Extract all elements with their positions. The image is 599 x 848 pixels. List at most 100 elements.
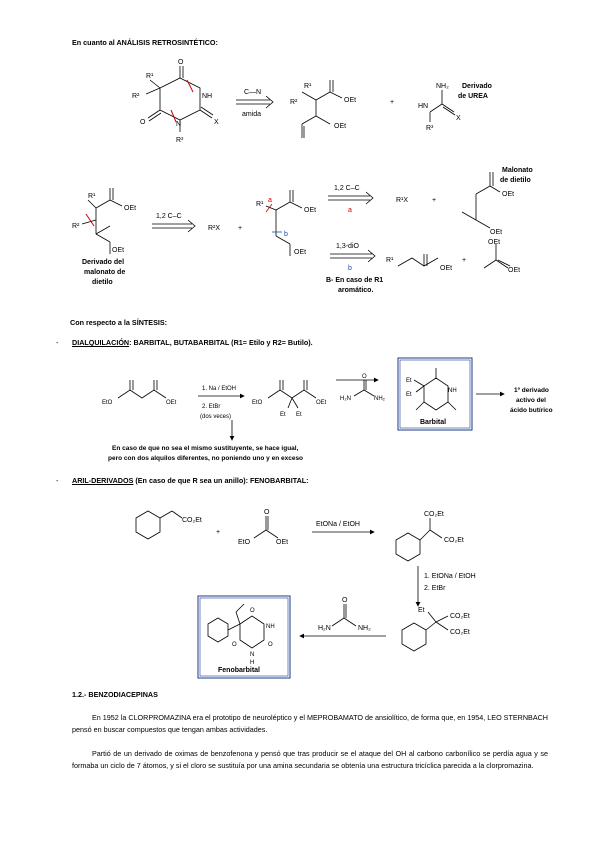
ring-nh: NH bbox=[202, 93, 212, 100]
plus-4: + bbox=[462, 257, 466, 264]
malonate-derivative bbox=[81, 188, 123, 254]
barbiturate-ring bbox=[145, 66, 214, 132]
dialq-note-2: pero con dos alquilos diferentes, no pon… bbox=[108, 455, 303, 462]
carbonate-oet1: OEt bbox=[488, 239, 500, 246]
aryl-label: ARIL-DERIVADOS bbox=[72, 476, 134, 485]
dm-eto: EtO bbox=[102, 400, 113, 406]
barbital-ring bbox=[413, 368, 457, 411]
retro-arrow-1-bottom: amida bbox=[242, 111, 261, 118]
malonate-oet1: OEt bbox=[124, 205, 136, 212]
diester-1 bbox=[301, 80, 343, 138]
dialq-bullet: - bbox=[56, 338, 59, 347]
dm-arrow-1: 1. Na / EtOH bbox=[202, 386, 236, 392]
mid-b: b bbox=[284, 231, 288, 238]
barb-et1: Et bbox=[406, 378, 412, 384]
dm-arrow-3: (dos veces) bbox=[200, 414, 231, 420]
ring-r2: R² bbox=[132, 93, 140, 100]
barb-side-1: 1º derivado bbox=[514, 387, 549, 394]
malonate-oet2: OEt bbox=[112, 247, 124, 254]
carbonate-oet2: OEt bbox=[508, 267, 520, 274]
malonate-r1: R¹ bbox=[88, 193, 96, 200]
dp-et1: Et bbox=[280, 412, 286, 418]
epm-co2et2: CO₂Et bbox=[450, 629, 470, 636]
malonate-caption-2: malonato de bbox=[84, 269, 125, 276]
urea-nh2: NH₂ bbox=[436, 83, 449, 90]
urea-derivative bbox=[429, 90, 456, 122]
urea-r3: R³ bbox=[426, 125, 434, 132]
alkyl-ester-fragment bbox=[397, 254, 439, 267]
path-b-oet: OEt bbox=[440, 265, 452, 272]
dp-oet: OEt bbox=[316, 400, 327, 406]
diethyl-malonate-start bbox=[117, 380, 167, 399]
fenobarbital-name: Fenobarbital bbox=[218, 667, 260, 674]
mid-oet1: OEt bbox=[304, 207, 316, 214]
ethylation-2: 2. EtBr bbox=[424, 585, 446, 592]
barb-nh: NH bbox=[448, 388, 457, 394]
u2-o: O bbox=[342, 597, 348, 604]
du-h2n: H₂N bbox=[340, 396, 351, 402]
barbital-box-inner bbox=[399, 359, 471, 429]
pheno-o-top: O bbox=[250, 608, 255, 614]
carb-oet: OEt bbox=[276, 539, 288, 546]
dm-oet: OEt bbox=[166, 400, 177, 406]
benzo-paragraph-1: En 1952 la CLORPROMAZINA era el prototip… bbox=[72, 713, 548, 734]
malonate-caption-a1: Malonato bbox=[502, 167, 533, 174]
plus-1: + bbox=[390, 99, 394, 106]
reaction-schemes: R¹ R² NH N R³ X O O C—N amida R¹ R² OEt … bbox=[72, 59, 553, 679]
barbital-name: Barbital bbox=[420, 419, 446, 426]
diester-oet2: OEt bbox=[334, 123, 346, 130]
synthesis-heading: Con respecto a la SÍNTESIS: bbox=[70, 318, 168, 327]
pheno-nh: NH bbox=[266, 624, 275, 630]
du-o: O bbox=[362, 374, 367, 380]
du-nh2: NH₂ bbox=[374, 396, 386, 402]
dialq-rest: : BARBITAL, BUTABARBITAL (R1= Etilo y R2… bbox=[129, 338, 313, 347]
fenobarbital-box bbox=[197, 595, 291, 679]
mid-r1: R¹ bbox=[256, 201, 264, 208]
ethylation-1: 1. EtONa / EtOH bbox=[424, 573, 476, 580]
epm-et: Et bbox=[418, 607, 425, 614]
dialq-label: DIALQUILACIÓN bbox=[72, 338, 130, 347]
claisen-label: EtONa / EtOH bbox=[316, 521, 360, 528]
malonate-a-oet1: OEt bbox=[502, 191, 514, 198]
r2x: R²X bbox=[208, 225, 220, 232]
pm-co2et1: CO₂Et bbox=[424, 511, 444, 518]
plus-3: + bbox=[432, 197, 436, 204]
diester-r1: R¹ bbox=[304, 83, 312, 90]
barb-side-2: activo del bbox=[516, 397, 546, 404]
dp-et2: Et bbox=[296, 412, 302, 418]
ring-n: N bbox=[176, 121, 181, 128]
cc-arrow-top: 1,2 C–C bbox=[156, 213, 182, 220]
mid-oet2: OEt bbox=[294, 249, 306, 256]
aryl-line: ARIL-DERIVADOS (En caso de que R sea un … bbox=[72, 476, 309, 486]
diethyl-carbonate bbox=[483, 244, 511, 269]
malonate-caption-3: dietilo bbox=[92, 279, 113, 286]
urea-1 bbox=[353, 380, 375, 397]
diester-r2: R² bbox=[290, 99, 298, 106]
malonate-caption-1: Derivado del bbox=[82, 259, 124, 266]
disconnection-marks bbox=[170, 79, 194, 123]
pa-co2et: CO₂Et bbox=[182, 517, 202, 524]
r1x: R¹X bbox=[396, 197, 408, 204]
epm-co2et1: CO₂Et bbox=[450, 613, 470, 620]
dialq-line: DIALQUILACIÓN: BARBITAL, BUTABARBITAL (R… bbox=[72, 338, 313, 348]
plus-5: + bbox=[216, 529, 220, 536]
analysis-heading: En cuanto al ANÁLISIS RETROSINTÉTICO: bbox=[72, 38, 218, 47]
path-b-note-2: aromático. bbox=[338, 287, 373, 294]
path-b-r1: R¹ bbox=[386, 257, 394, 264]
pheno-o-left: O bbox=[232, 642, 237, 648]
diester-oet1: OEt bbox=[344, 97, 356, 104]
ring-x: X bbox=[214, 119, 219, 126]
diethyl-diethylmalonate bbox=[267, 380, 317, 409]
ring-o-left: O bbox=[140, 119, 146, 126]
plus-2: + bbox=[238, 225, 242, 232]
intermediate-malonate bbox=[265, 190, 303, 256]
aryl-bullet: - bbox=[56, 476, 59, 485]
dp-eto: EtO bbox=[252, 400, 263, 406]
ethyl-phenylacetate bbox=[135, 510, 183, 540]
malonate-a-oet2: OEt bbox=[490, 229, 502, 236]
diethyl-malonate bbox=[461, 172, 501, 229]
barb-side-3: ácido butírico bbox=[510, 407, 553, 414]
pm-co2et2: CO₂Et bbox=[444, 537, 464, 544]
mid-a: a bbox=[268, 197, 272, 204]
barb-et2: Et bbox=[406, 392, 412, 398]
